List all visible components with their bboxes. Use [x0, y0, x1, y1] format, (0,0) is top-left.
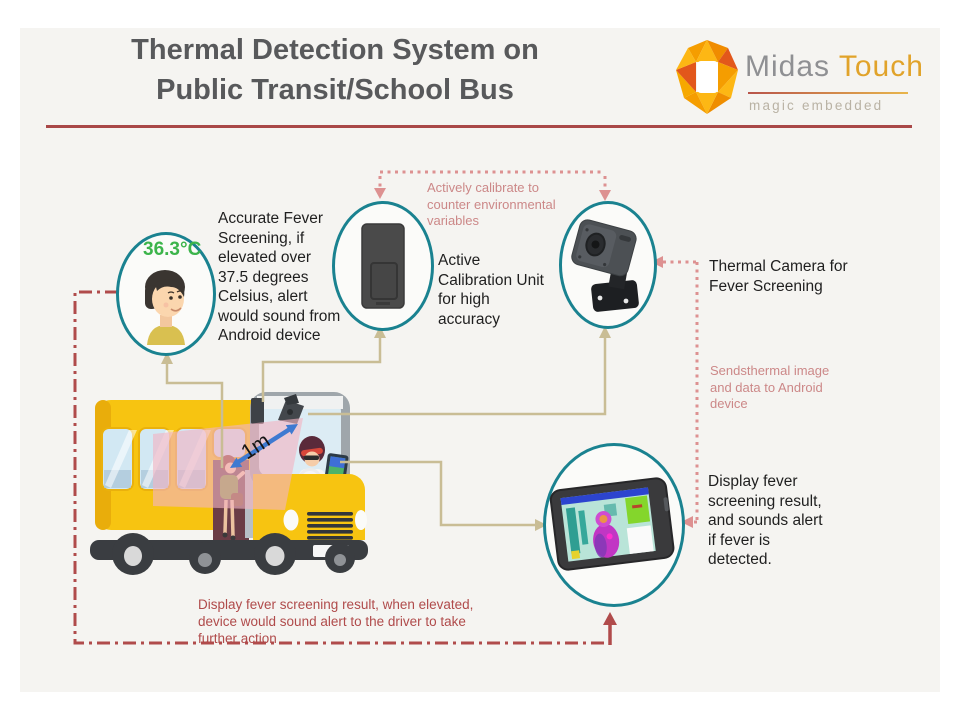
brand-name-touch: Touch: [838, 50, 924, 83]
page-title: Thermal Detection System on Public Trans…: [131, 34, 539, 106]
calibration-callout-note: Actively calibrate to counter environmen…: [427, 180, 556, 228]
thermal-cone: [153, 418, 303, 510]
temperature-reading: 36.3°C: [143, 239, 202, 260]
fever-screening-note: Accurate Fever Screening, if elevated ov…: [218, 210, 341, 344]
driver-alert-note: Display fever screening result, when ele…: [198, 597, 474, 646]
thermal-camera-label: Thermal Camera for Fever Screening: [709, 258, 848, 295]
passenger-face-oval: 36.3°C: [116, 232, 216, 356]
brand-name: Midas Touch: [745, 50, 924, 84]
school-bus-illustration: 1m: [90, 392, 368, 575]
calibration-unit-label: Active Calibration Unit for high accurac…: [438, 252, 544, 328]
thermal-camera-illustration: [571, 219, 639, 312]
tablet-oval: [543, 443, 685, 607]
brand-name-midas: Midas: [745, 50, 831, 83]
calibration-device-illustration: [361, 223, 405, 309]
logo-gem-icon: [676, 40, 738, 114]
logo-underline-rule: [748, 92, 908, 94]
calibration-unit-oval: [332, 201, 434, 331]
child-face-illustration: [145, 270, 185, 345]
display-result-label: Display fever screening result, and soun…: [708, 473, 823, 568]
title-underline-rule: [46, 125, 912, 128]
roof-device-icon: [251, 398, 264, 424]
headlight: [355, 510, 367, 530]
tablet-illustration: [549, 477, 675, 571]
thermal-camera-oval: [559, 201, 657, 329]
sends-data-note: Sendsthermal image and data to Android d…: [710, 363, 830, 411]
headlight: [283, 509, 299, 531]
brand-tagline: magic embedded: [749, 98, 884, 113]
